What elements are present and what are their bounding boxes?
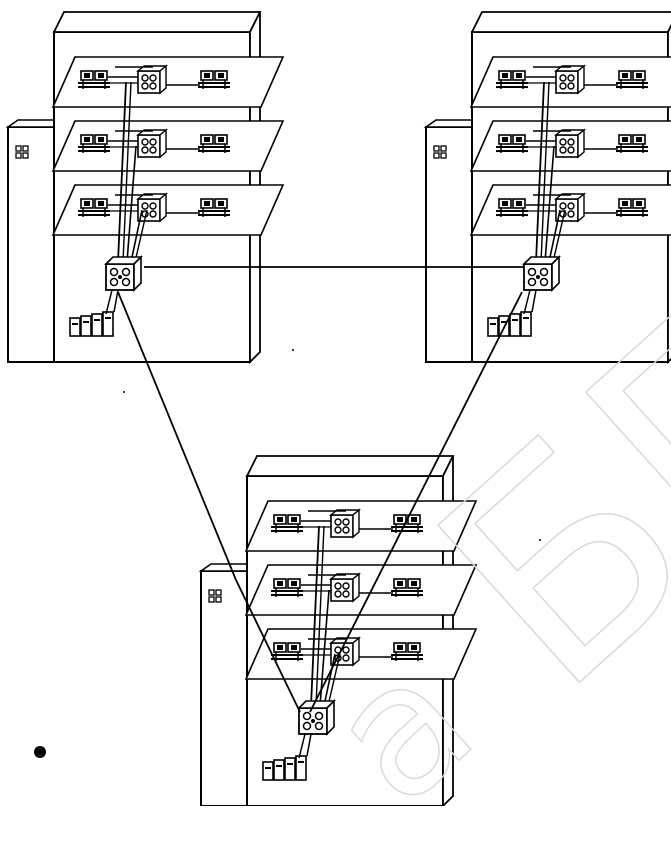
- network-diagram: [0, 0, 671, 806]
- building-top-left: [8, 12, 283, 362]
- speck: [123, 391, 125, 393]
- building-top-right: [426, 12, 671, 362]
- speck: [539, 539, 541, 541]
- link-right-bottom: [309, 291, 523, 713]
- speck: [292, 349, 294, 351]
- bullet-dot: [34, 746, 46, 758]
- link-left-bottom: [117, 291, 237, 581]
- link-left-bottom-2: [235, 579, 301, 713]
- building-bottom: [201, 456, 476, 806]
- backbone-links: [117, 266, 524, 713]
